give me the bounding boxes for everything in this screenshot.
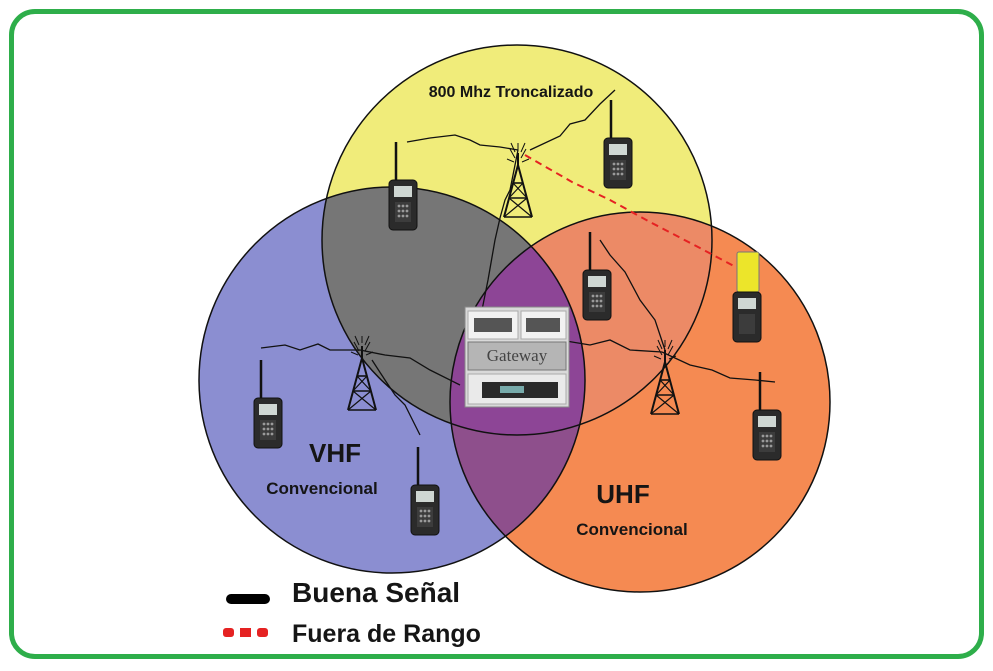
- legend-out-label: Fuera de Rango: [292, 620, 481, 648]
- zone-vhf-sublabel: Convencional: [266, 479, 377, 498]
- zone-vhf-label: VHF: [309, 438, 361, 468]
- zone-uhf-sublabel: Convencional: [576, 520, 687, 539]
- zone-uhf-label: UHF: [596, 479, 649, 509]
- legend: Buena Señal Fuera de Rango: [223, 577, 481, 648]
- gateway-block: [464, 306, 570, 408]
- gateway-label: Gateway: [487, 346, 548, 365]
- good-signal-links: [260, 89, 776, 436]
- overlap-trunked-vhf: [322, 187, 585, 435]
- legend-good-label: Buena Señal: [292, 577, 460, 608]
- diagram-frame: [9, 9, 984, 659]
- zone-trunked-label: 800 Mhz Troncalizado: [429, 84, 594, 101]
- legend-out-swatch: [223, 628, 268, 637]
- legend-good-swatch: [226, 594, 270, 604]
- out-of-range-link: [524, 154, 746, 273]
- radio-out-of-range-icon: [732, 251, 762, 343]
- zone-trunked-outline: [321, 44, 713, 436]
- zone-uhf-outline: [449, 211, 831, 593]
